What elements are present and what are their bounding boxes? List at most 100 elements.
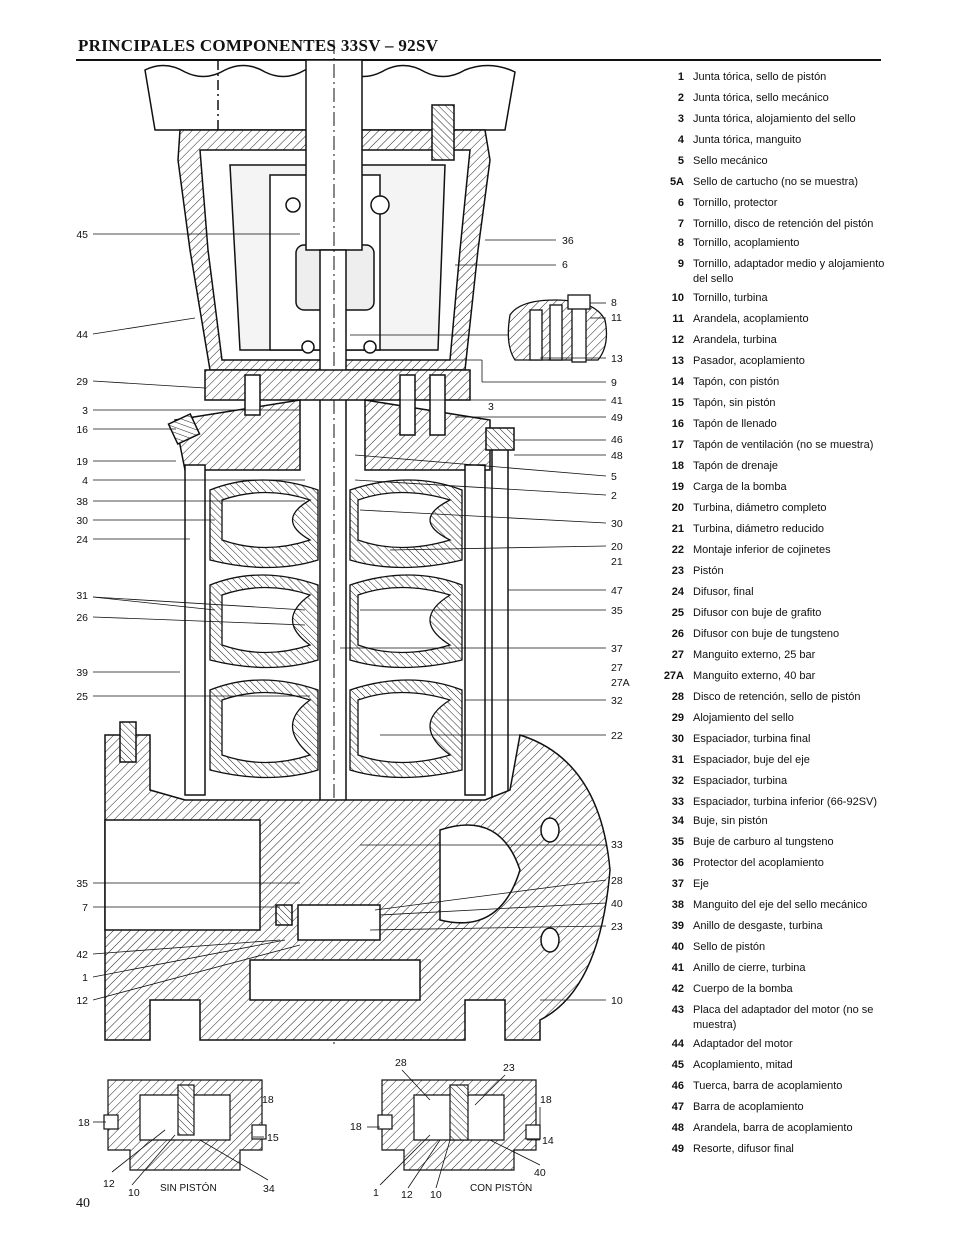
legend-text: Espaciador, turbina inferior (66-92SV) [693,796,878,808]
callout-46: 46 [611,434,623,446]
callout-37: 37 [611,643,623,655]
callout-7: 7 [82,902,88,914]
callout-38: 38 [76,496,88,508]
legend-text: Tornillo, disco de retención del pistón [693,218,874,230]
callout-29: 29 [76,376,88,388]
legend-text: Adaptador del motor [693,1038,793,1050]
legend-number: 14 [671,376,684,388]
legend-text: Arandela, turbina [693,334,777,346]
callout-sub-12b: 12 [401,1189,413,1201]
legend-text: Difusor, final [693,586,754,598]
legend-number: 30 [671,733,684,745]
legend-number: 17 [671,439,684,451]
callout-20: 20 [611,541,623,553]
legend-number: 20 [671,502,684,514]
callout-35-left: 35 [76,878,88,890]
callout-sub-40: 40 [534,1167,546,1179]
left-callouts [92,233,310,1001]
callout-sub-18d: 18 [540,1094,552,1106]
callout-12: 12 [76,995,88,1007]
callout-11: 11 [611,312,622,324]
callout-3-left: 3 [82,405,88,417]
callout-40: 40 [611,898,623,910]
legend-text: Disco de retención, sello de pistón [693,691,861,703]
callout-6: 6 [562,259,568,271]
legend-number: 44 [671,1038,684,1050]
left-callout-labels: 45 44 29 3 16 19 4 38 30 24 31 26 39 25 … [76,229,88,1007]
legend-text: Manguito externo, 25 bar [693,649,816,661]
legend-number: 19 [671,481,684,493]
legend-number: 22 [671,544,684,556]
legend-text: Arandela, acoplamiento [693,313,809,325]
right-callout-labels: 36 6 8 11 13 9 3 41 49 46 48 5 2 30 20 2… [488,235,630,1007]
callout-42: 42 [76,949,88,961]
legend-text: Sello mecánico [693,155,768,167]
legend-text: Anillo de cierre, turbina [693,962,806,974]
legend-number: 46 [671,1080,684,1092]
legend-number: 48 [671,1122,684,1134]
stage-3 [209,679,463,779]
legend-text: Junta tórica, alojamiento del sello [693,113,856,125]
legend-number: 1 [677,71,684,83]
callout-13: 13 [611,353,623,365]
legend-text: Tapón, con pistón [693,376,780,388]
legend-text: Montaje inferior de cojinetes [693,544,831,556]
sub-diagram-right [377,1079,541,1171]
legend-text: Junta tórica, sello de pistón [693,71,827,83]
sub-left-labels: 18 18 15 12 10 34 [78,1094,279,1199]
legend-text: Difusor con buje de grafito [693,607,822,619]
callout-48: 48 [611,450,623,462]
legend-item: 14 Tapón, con pistón [656,375,886,390]
legend-text: Cuerpo de la bomba [693,983,793,995]
legend-number: 36 [671,857,684,869]
legend-text: Sello de cartucho (no se muestra) [693,176,859,188]
title-rule [76,59,881,61]
legend-text: Tornillo, adaptador medio y alojamiento … [693,258,885,285]
legend-text: Tapón de llenado [693,418,777,430]
legend-text: Carga de la bomba [693,481,787,493]
callout-5: 5 [611,471,617,483]
sub-left-callouts [93,1107,269,1186]
callout-28: 28 [611,875,623,887]
callout-22: 22 [611,730,623,742]
legend-text: Buje de carburo al tungsteno [693,836,834,848]
legend-number: 47 [671,1101,684,1113]
legend-number: 18 [671,460,684,472]
legend-text: Tornillo, acoplamiento [693,237,800,249]
legend-number: 4 [677,134,684,146]
callout-sub-10b: 10 [430,1189,442,1201]
seal-housing [167,369,491,471]
legend-number: 21 [671,523,684,535]
callout-35-right: 35 [611,605,623,617]
callout-4: 4 [82,475,88,487]
callout-21: 21 [611,556,623,568]
legend-text: Resorte, difusor final [693,1143,794,1155]
legend-text: Difusor con buje de tungsteno [693,628,840,640]
legend-number: 39 [671,920,684,932]
callout-sub-34: 34 [263,1183,275,1195]
legend-number: 10 [671,292,684,304]
sub-right-labels: 28 23 18 18 14 40 1 12 10 [350,1057,554,1201]
callout-26: 26 [76,612,88,624]
legend-item: 22 Montaje inferior de cojinetes [656,543,886,558]
callout-2: 2 [611,490,617,502]
